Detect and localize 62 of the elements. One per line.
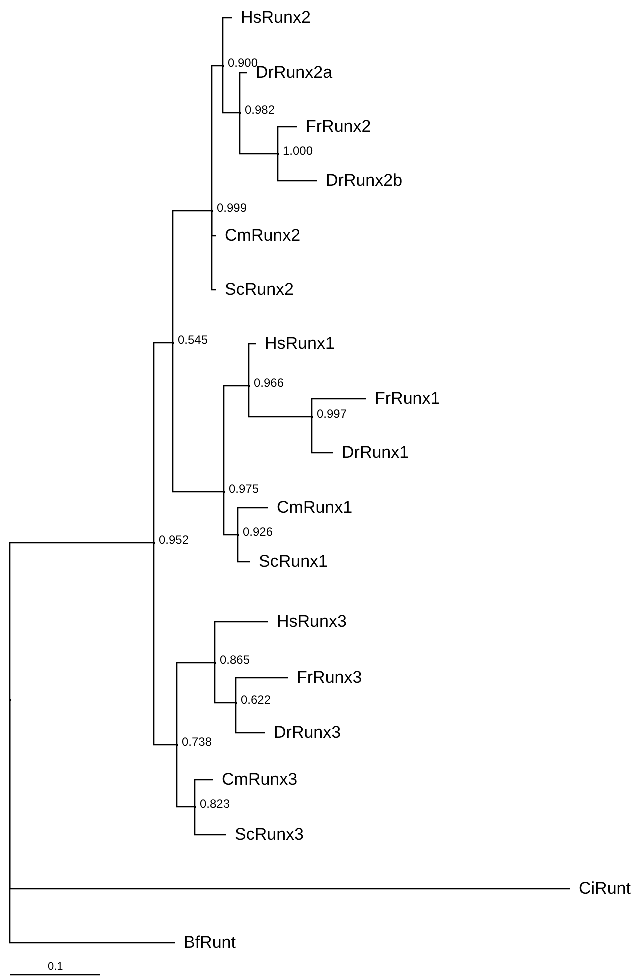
tree-branch [214, 621, 268, 663]
tree-branch [239, 72, 247, 113]
tree-branch [222, 17, 232, 66]
tree-branch [237, 535, 250, 563]
tree-branch [311, 398, 366, 417]
taxon-label: CmRunx2 [216, 226, 301, 246]
scale-label: 0.1 [48, 961, 64, 973]
tree-branch [194, 779, 213, 807]
taxon-label: DrRunx3 [265, 723, 342, 743]
tree-branch [222, 66, 240, 114]
tree-branch [176, 662, 215, 745]
taxon-label: FrRunx1 [366, 389, 440, 409]
tree-branch [153, 543, 177, 746]
tree-branch [214, 663, 236, 704]
taxon-label: HsRunx1 [256, 334, 335, 354]
support-value: 0.900 [228, 56, 258, 70]
tree-branch [277, 154, 317, 182]
tree-branch [237, 507, 268, 535]
tree-branch [211, 65, 223, 211]
support-value: 0.545 [178, 333, 208, 347]
taxon-label: HsRunx3 [268, 612, 347, 632]
tree-branch [9, 542, 154, 700]
tree-branch [176, 745, 195, 808]
tree-branch [194, 807, 226, 836]
tree-branch [172, 343, 224, 493]
tree-branch [153, 342, 173, 543]
taxon-label: DrRunx2b [317, 171, 403, 191]
tree-branch [172, 210, 212, 343]
tree-branch [239, 113, 278, 155]
taxon-label: DrRunx1 [333, 443, 410, 463]
tree-branch [248, 386, 312, 418]
taxon-label: ScRunx2 [216, 280, 294, 300]
support-value: 0.738 [182, 735, 212, 749]
taxon-label: CiRunt [570, 879, 631, 899]
support-value: 0.865 [220, 653, 250, 667]
tree-branch [311, 417, 333, 454]
support-value: 0.622 [241, 693, 272, 707]
taxon-label: HsRunx2 [232, 8, 311, 28]
support-value: 0.966 [254, 376, 284, 390]
taxon-label: CmRunx1 [268, 498, 353, 518]
support-value: 0.952 [159, 533, 190, 547]
support-value: 0.997 [317, 407, 348, 421]
tree-branch [223, 492, 238, 536]
tree-branch [277, 126, 297, 154]
tree-branch [223, 385, 249, 492]
taxon-label: ScRunx3 [226, 825, 304, 845]
tree-branch [235, 703, 265, 734]
tree-branch [235, 677, 288, 703]
support-value: 0.975 [229, 482, 260, 496]
taxon-label: CmRunx3 [213, 770, 298, 790]
taxon-label: BfRunt [175, 933, 236, 953]
taxon-label: FrRunx2 [297, 117, 372, 137]
taxon-label: FrRunx3 [288, 668, 362, 688]
support-value: 0.982 [245, 103, 276, 117]
support-value: 0.999 [217, 201, 248, 215]
support-value: 0.823 [200, 797, 230, 811]
taxon-label: ScRunx1 [250, 552, 328, 572]
support-value: 1.000 [283, 144, 314, 158]
tree-branch [248, 343, 256, 386]
tree-branch [9, 700, 175, 944]
support-value: 0.926 [243, 525, 274, 539]
tree-branch [211, 211, 216, 291]
